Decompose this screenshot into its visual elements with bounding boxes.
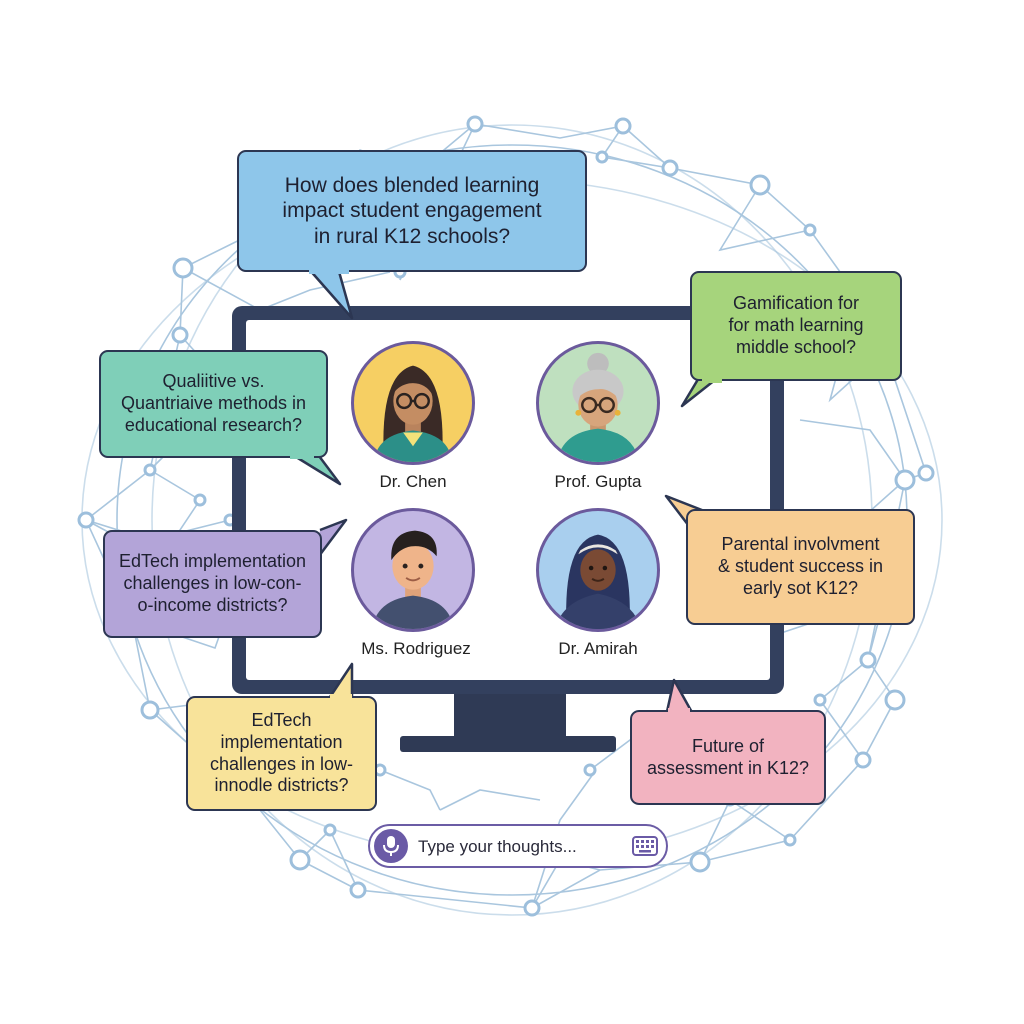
bubble-tail-mask — [309, 266, 349, 274]
avatar-prof-gupta[interactable] — [536, 341, 660, 465]
prompt-bubble-parental: Parental involvment & student success in… — [686, 509, 915, 625]
message-input-bar — [368, 824, 668, 868]
bubble-tail-mask — [668, 708, 690, 716]
bubble-tail-mask — [330, 694, 352, 702]
participant-name: Dr. Chen — [379, 472, 447, 491]
microphone-button[interactable] — [374, 829, 408, 863]
prompt-bubble-main: How does blended learning impact student… — [237, 150, 587, 272]
bubble-tail — [664, 678, 696, 717]
person-avatar-icon — [373, 365, 453, 462]
avatar-ms-rodriguez[interactable] — [351, 508, 475, 632]
prompt-bubble-research-methods: Qualiitive vs. Quantriaive methods in ed… — [99, 350, 328, 458]
bubble-tail — [326, 662, 354, 701]
avatar-dr-amirah[interactable] — [536, 508, 660, 632]
participant-name: Ms. Rodriguez — [361, 639, 471, 658]
prompt-bubble-assessment: Future of assessment in K12? — [630, 710, 826, 805]
participant-name: Dr. Amirah — [558, 639, 638, 658]
bubble-tail-mask — [702, 375, 722, 383]
bubble-tail — [287, 450, 342, 486]
bubble-tail — [315, 518, 348, 561]
person-avatar-icon — [372, 530, 454, 629]
avatar-dr-chen[interactable] — [351, 341, 475, 465]
video-call-screen — [246, 320, 770, 680]
prompt-bubble-edtech-income: EdTech implementation challenges in low-… — [103, 530, 322, 638]
participant-name: Prof. Gupta — [554, 472, 642, 491]
keyboard-icon[interactable] — [632, 836, 658, 856]
prompt-bubble-gamification: Gamification for for math learning middl… — [690, 271, 902, 381]
bubble-tail-mask — [290, 451, 314, 459]
person-avatar-icon — [555, 534, 641, 629]
bubble-tail — [307, 267, 354, 320]
monitor — [232, 306, 784, 694]
prompt-bubble-edtech-districts: EdTech implementation challenges in low-… — [186, 696, 377, 811]
microphone-icon — [383, 836, 399, 856]
person-avatar-icon — [557, 352, 639, 462]
monitor-stand-neck — [454, 694, 566, 740]
bubble-tail — [680, 375, 721, 408]
thoughts-input[interactable] — [418, 837, 618, 857]
monitor-stand-base — [400, 736, 616, 752]
